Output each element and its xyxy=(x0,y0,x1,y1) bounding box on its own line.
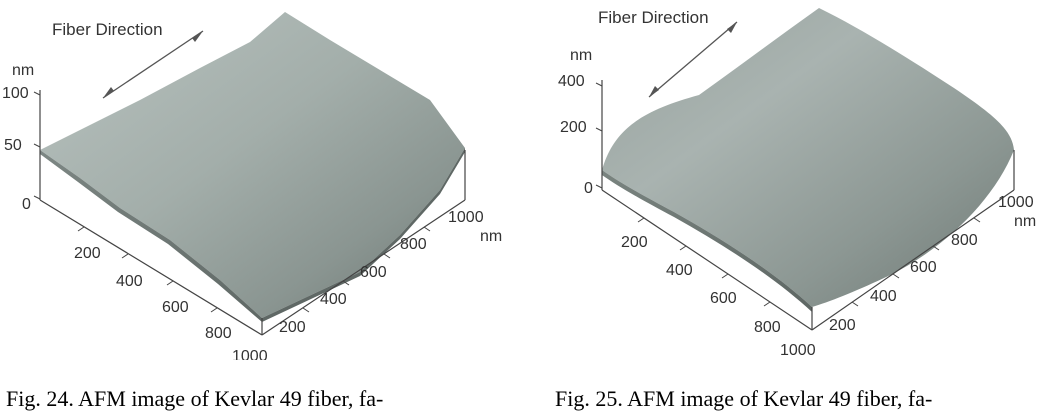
y-tick-label: 200 xyxy=(829,317,856,334)
x-tick-label: 600 xyxy=(710,290,737,307)
z-tick-label: 0 xyxy=(22,196,31,213)
y-tick-label: 600 xyxy=(360,264,387,281)
y-tick xyxy=(302,307,310,313)
x-tick xyxy=(637,217,645,223)
afm-surface-plot: nm 100 50 0 200 400 600 800 1000 200 400… xyxy=(2,12,502,360)
fiber-direction-arrow xyxy=(102,30,204,99)
z-tick xyxy=(595,82,603,87)
arrowhead-icon xyxy=(649,86,659,97)
x-tick-label: 400 xyxy=(666,262,693,279)
height-surface xyxy=(40,12,465,318)
y-tick-label: 1000 xyxy=(448,209,484,226)
z-unit-label: nm xyxy=(570,47,592,64)
afm-surface-plot: nm 400 200 0 200 400 600 800 1000 200 40… xyxy=(558,8,1036,359)
x-tick-label: 400 xyxy=(116,273,143,290)
z-tick xyxy=(33,91,41,96)
z-tick-label: 0 xyxy=(584,180,593,197)
x-tick-label: 1000 xyxy=(780,342,816,359)
surface-front-edge xyxy=(40,150,262,322)
surface-front-edge xyxy=(602,170,812,312)
z-tick xyxy=(33,143,41,148)
x-tick-label: 800 xyxy=(754,319,781,336)
y-tick xyxy=(892,273,900,279)
x-tick-label: 1000 xyxy=(232,348,268,360)
y-tick xyxy=(851,301,859,307)
fiber-direction-arrow xyxy=(648,21,738,98)
y-tick xyxy=(973,217,981,223)
y-tick-label: 400 xyxy=(320,291,347,308)
y-tick-label: 200 xyxy=(279,319,306,336)
figure-caption: Fig. 25. AFM image of Kevlar 49 fiber, f… xyxy=(555,386,933,411)
x-tick-label: 200 xyxy=(621,234,648,251)
y-tick-label: 600 xyxy=(910,259,937,276)
z-tick xyxy=(595,127,603,132)
y-axis xyxy=(261,199,466,336)
x-tick xyxy=(121,253,129,259)
z-tick xyxy=(33,195,41,200)
x-tick-label: 600 xyxy=(162,299,189,316)
fiber-direction-label: Fiber Direction xyxy=(52,20,163,39)
y-tick-label: 800 xyxy=(400,236,427,253)
y-unit-label: nm xyxy=(480,228,502,245)
y-tick-label: 400 xyxy=(870,288,897,305)
z-tick xyxy=(595,184,603,189)
figure-24: nm 100 50 0 200 400 600 800 1000 200 400… xyxy=(0,0,523,411)
y-tick-label: 1000 xyxy=(998,194,1034,211)
y-tick xyxy=(383,253,391,259)
y-tick xyxy=(423,226,431,232)
fiber-direction-label: Fiber Direction xyxy=(598,8,709,27)
z-tick-label: 400 xyxy=(558,73,585,90)
x-tick xyxy=(763,301,771,307)
y-axis xyxy=(811,189,1015,331)
y-unit-label: nm xyxy=(1014,213,1036,230)
x-tick xyxy=(77,226,85,232)
x-tick-label: 200 xyxy=(74,245,101,262)
x-tick xyxy=(210,307,218,313)
x-axis xyxy=(601,189,813,331)
figure-25: nm 400 200 0 200 400 600 800 1000 200 40… xyxy=(524,0,1047,411)
arrowhead-icon xyxy=(103,87,114,98)
y-tick xyxy=(932,245,940,251)
x-axis xyxy=(39,199,263,336)
z-unit-label: nm xyxy=(12,62,34,79)
z-tick-label: 200 xyxy=(560,119,587,136)
x-tick xyxy=(721,273,729,279)
z-tick-label: 50 xyxy=(4,137,22,154)
y-tick xyxy=(342,280,350,286)
figure-caption: Fig. 24. AFM image of Kevlar 49 fiber, f… xyxy=(6,386,384,411)
arrowhead-icon xyxy=(727,22,737,33)
z-tick-label: 100 xyxy=(2,85,29,102)
x-tick xyxy=(679,245,687,251)
arrowhead-icon xyxy=(192,31,203,42)
y-tick-label: 800 xyxy=(951,232,978,249)
x-tick xyxy=(166,280,174,286)
x-tick-label: 800 xyxy=(205,325,232,342)
height-surface xyxy=(602,8,1014,307)
